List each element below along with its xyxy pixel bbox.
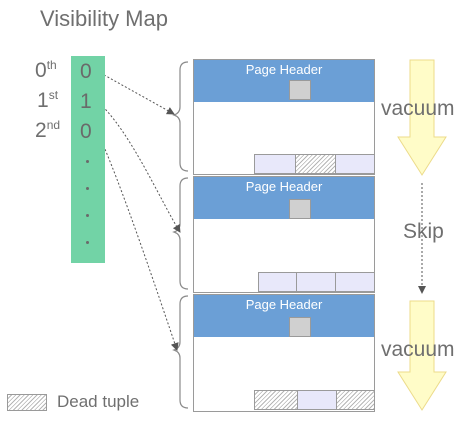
line-pointer (289, 199, 311, 219)
dead-tuple-legend-label: Dead tuple (57, 392, 140, 411)
vm-bit-1: 1 (80, 90, 92, 113)
pointer-bit0-page1 (96, 70, 175, 115)
vm-bit-2: 0 (80, 120, 92, 143)
visibility-map-column (71, 56, 105, 263)
vm-ellipsis-dot (86, 241, 89, 244)
row-label-2: 2nd (35, 118, 61, 142)
page-header-label: Page Header (245, 297, 323, 312)
vm-ellipsis-dot (86, 187, 89, 190)
vacuum-arrow-1 (397, 59, 447, 176)
live-tuple (258, 272, 297, 292)
page-header-label: Page Header (245, 62, 323, 77)
vacuum-label-1: vacuum (381, 97, 455, 120)
live-tuple (335, 154, 375, 174)
live-tuple (296, 272, 336, 292)
diagram-title: Visibility Map (40, 6, 168, 31)
dead-tuple (336, 390, 375, 410)
vacuum-arrow-2 (397, 300, 447, 411)
dead-tuple (295, 154, 336, 174)
row-label-1: 1st (37, 88, 59, 112)
page-header: Page Header (194, 295, 374, 337)
vacuum-label-2: vacuum (381, 338, 455, 361)
page-header: Page Header (194, 60, 374, 102)
vm-ellipsis-dot (86, 214, 89, 217)
skip-label: Skip (403, 220, 444, 243)
pointer-bit1-page2 (96, 100, 181, 233)
live-tuple (335, 272, 375, 292)
page-brace-2 (172, 177, 189, 290)
vm-ellipsis-dot (86, 160, 89, 163)
page-brace-1 (172, 61, 189, 172)
live-tuple (297, 390, 337, 410)
dead-tuple (254, 390, 298, 410)
page-brace-3 (172, 295, 189, 409)
page-header-label: Page Header (245, 179, 323, 194)
dead-tuple-legend-swatch (7, 394, 47, 411)
row-label-0: 0th (35, 58, 57, 82)
heap-page-1: Page Header (193, 176, 375, 293)
line-pointer (289, 317, 311, 337)
heap-page-0: Page Header (193, 59, 375, 175)
live-tuple (254, 154, 296, 174)
heap-page-2: Page Header (193, 294, 375, 412)
line-pointer (289, 80, 311, 100)
page-header: Page Header (194, 177, 374, 219)
vm-bit-0: 0 (80, 60, 92, 83)
pointer-bit2-page3 (96, 130, 179, 351)
